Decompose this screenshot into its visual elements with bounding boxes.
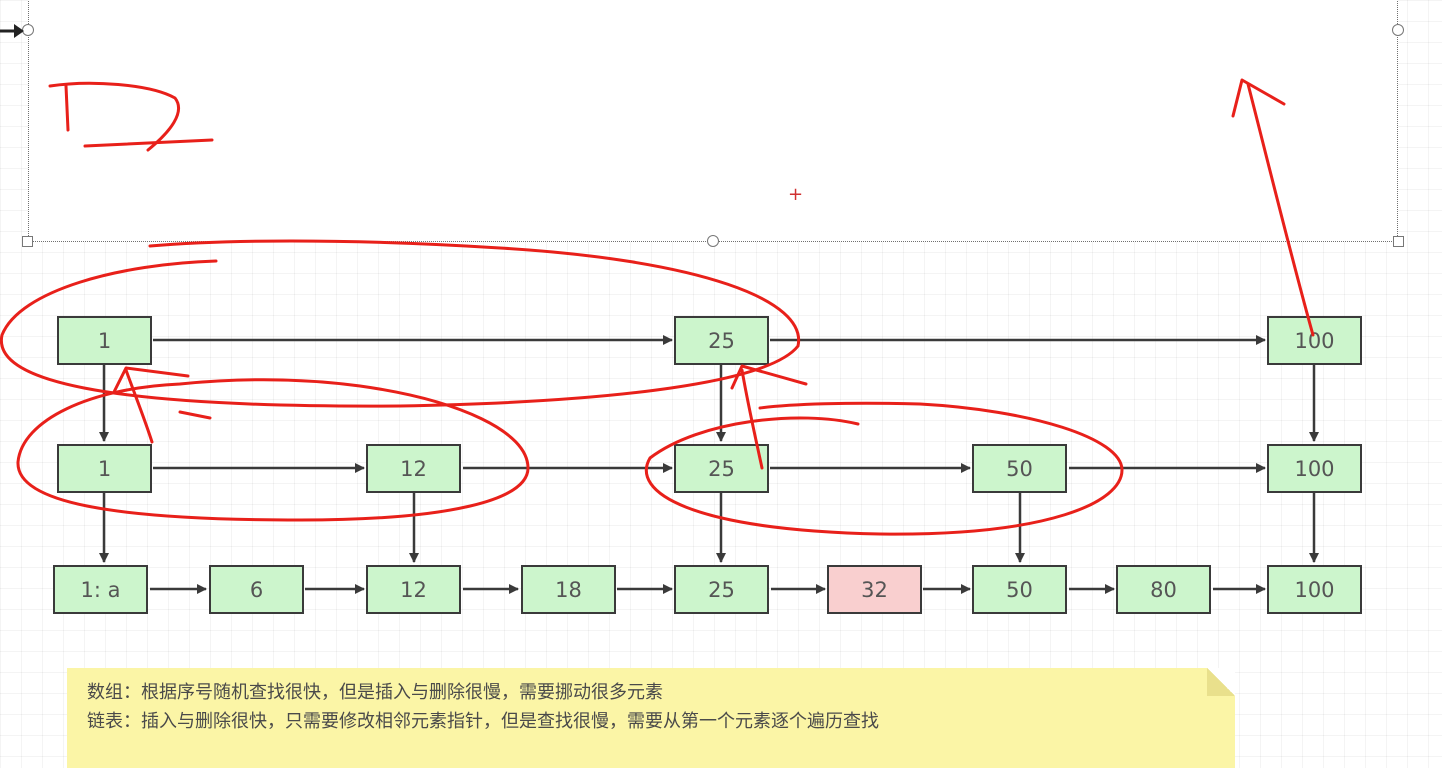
- skiplist-node-l0[interactable]: 50: [972, 565, 1067, 614]
- resize-handle-bottom-left[interactable]: [22, 236, 33, 247]
- skiplist-node-l0[interactable]: 12: [366, 565, 461, 614]
- annotation-ellipse: [16, 378, 530, 522]
- annotation-ellipse: [644, 401, 1124, 536]
- annotation-arrow: [1246, 82, 1315, 337]
- skiplist-node-l2[interactable]: 100: [1267, 316, 1362, 365]
- skiplist-node-l1[interactable]: 12: [366, 444, 461, 493]
- selected-text-box[interactable]: [28, 0, 1398, 242]
- annotation-arrow: [730, 364, 808, 390]
- plus-cross-icon: +: [788, 184, 804, 205]
- handwritten-stroke: [178, 410, 212, 420]
- annotation-ellipse: [0, 239, 801, 408]
- skiplist-node-l1[interactable]: 50: [972, 444, 1067, 493]
- skiplist-node-l0[interactable]: 25: [674, 565, 769, 614]
- annotation-arrow: [112, 366, 190, 394]
- handwritten-stroke: [48, 81, 181, 152]
- skiplist-node-l0-highlighted[interactable]: 32: [827, 565, 922, 614]
- annotation-arrow: [124, 368, 154, 444]
- resize-handle-right[interactable]: [1392, 24, 1404, 36]
- skiplist-node-l1[interactable]: 100: [1267, 444, 1362, 493]
- arrow-right-icon: [0, 24, 24, 38]
- skiplist-node-l2[interactable]: 25: [674, 316, 769, 365]
- sticky-note[interactable]: 数组：根据序号随机查找很快，但是插入与删除很慢，需要挪动很多元素 链表：插入与删…: [67, 668, 1235, 768]
- resize-handle-bottom[interactable]: [707, 235, 719, 247]
- annotation-arrow: [740, 368, 764, 470]
- skiplist-node-l0[interactable]: 6: [209, 565, 304, 614]
- note-fold-corner: [1207, 668, 1235, 696]
- annotation-arrow: [1231, 78, 1286, 118]
- handwritten-stroke: [64, 84, 70, 132]
- skiplist-node-l1[interactable]: 25: [674, 444, 769, 493]
- skiplist-node-l2[interactable]: 1: [57, 316, 152, 365]
- resize-handle-bottom-right[interactable]: [1393, 236, 1404, 247]
- skiplist-node-l0[interactable]: 100: [1267, 565, 1362, 614]
- handwritten-stroke: [83, 138, 214, 148]
- skiplist-node-l0[interactable]: 18: [521, 565, 616, 614]
- skiplist-node-l1[interactable]: 1: [57, 444, 152, 493]
- skiplist-node-l0[interactable]: 80: [1116, 565, 1211, 614]
- note-line-linked-list: 链表：插入与删除很快，只需要修改相邻元素指针，但是查找很慢，需要从第一个元素逐个…: [87, 711, 879, 732]
- note-line-array: 数组：根据序号随机查找很快，但是插入与删除很慢，需要挪动很多元素: [87, 682, 663, 703]
- skiplist-node-l0[interactable]: 1: a: [53, 565, 148, 614]
